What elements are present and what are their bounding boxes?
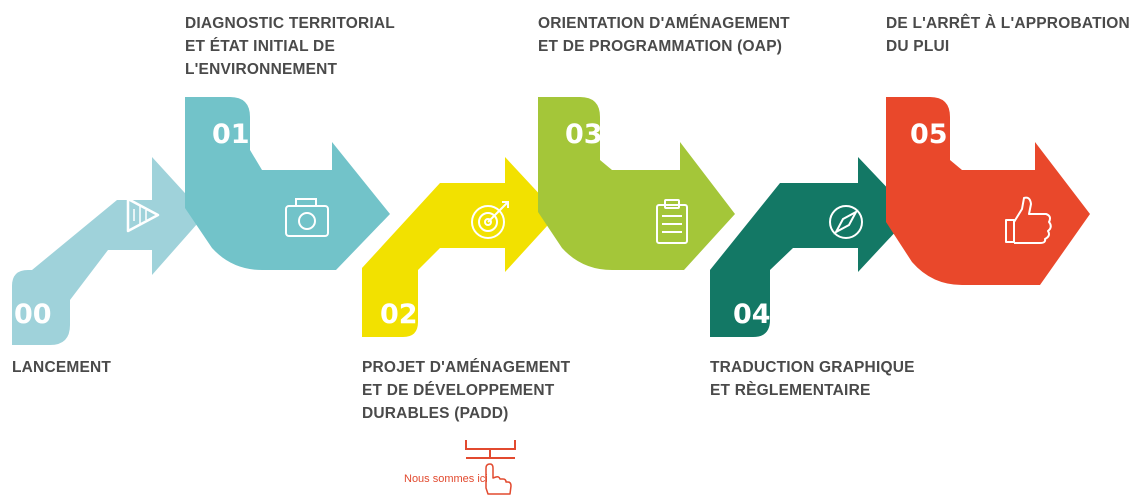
step-03: 03 <box>538 97 735 270</box>
step-03-arrow <box>538 97 735 270</box>
step-00: 00 <box>12 157 205 345</box>
step-05: 05 <box>886 97 1090 285</box>
step-02: 02 <box>362 157 558 337</box>
play-icon <box>126 197 160 233</box>
step-00-number: 00 <box>14 299 52 330</box>
current-position-marker <box>465 440 516 495</box>
thumbs-up-icon <box>1005 196 1052 244</box>
step-04-label: TRADUCTION GRAPHIQUE ET RÈGLEMENTAIRE <box>710 359 915 399</box>
pointing-hand-icon <box>485 463 512 495</box>
clipboard-icon <box>656 199 688 244</box>
step-05-label: DE L'ARRÊT À L'APPROBATION DU PLUI <box>886 15 1130 55</box>
step-05-number: 05 <box>910 119 948 150</box>
compass-icon <box>829 205 863 239</box>
step-02-label: PROJET D'AMÉNAGEMENT ET DE DÉVELOPPEMENT… <box>362 359 571 422</box>
step-03-label: ORIENTATION D'AMÉNAGEMENT ET DE PROGRAMM… <box>538 15 790 55</box>
step-01-number: 01 <box>212 119 250 150</box>
step-04-arrow <box>710 157 912 337</box>
step-05-arrow <box>886 97 1090 285</box>
step-02-number: 02 <box>380 299 418 330</box>
step-01-arrow <box>185 97 390 270</box>
current-position-text: Nous sommes ici <box>404 473 488 485</box>
camera-icon <box>285 198 329 237</box>
step-01: 01 <box>185 97 390 270</box>
step-04: 04 <box>710 157 912 337</box>
step-04-number: 04 <box>733 299 771 330</box>
marker-bracket <box>465 440 516 459</box>
target-icon <box>471 201 509 239</box>
step-03-number: 03 <box>565 119 603 150</box>
step-00-arrow <box>12 157 205 345</box>
step-01-label: DIAGNOSTIC TERRITORIAL ET ÉTAT INITIAL D… <box>185 15 395 78</box>
step-00-label: LANCEMENT <box>12 359 112 376</box>
